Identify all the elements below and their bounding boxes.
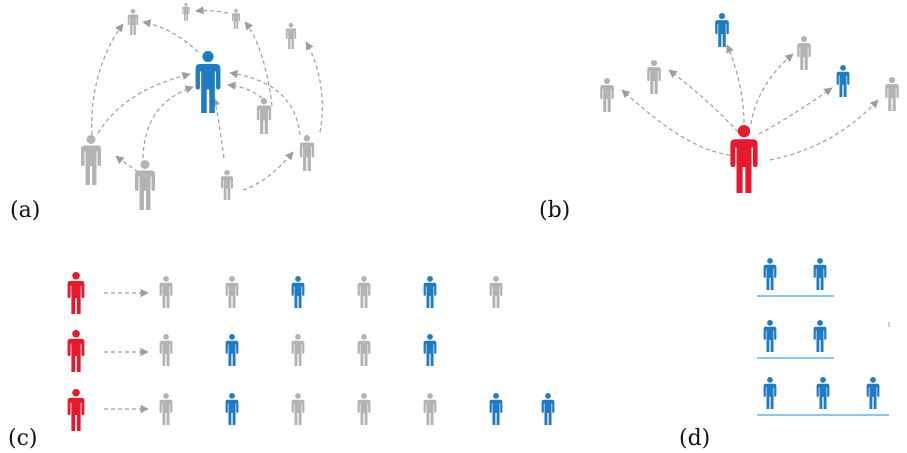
arrow [305, 41, 323, 133]
person-icon-gray [489, 276, 503, 308]
person-icon-gray [127, 9, 139, 36]
person-icon-gray [357, 393, 371, 425]
arrow [244, 21, 273, 107]
person-icon-gray [159, 334, 173, 366]
central-person-icon [195, 51, 221, 113]
arrow [229, 69, 301, 136]
person-icon-gray [885, 77, 899, 111]
person-icon-blue [225, 393, 239, 425]
person-icon-gray [291, 393, 305, 425]
person-icon-gray [291, 334, 305, 366]
arrow [91, 23, 124, 136]
person-icon-gray [225, 276, 239, 308]
person-icon-gray [600, 78, 614, 112]
arrow [668, 69, 739, 133]
person-icon-gray [221, 170, 233, 200]
person-icon-gray [135, 160, 155, 210]
person-icon-gray [159, 393, 173, 425]
person-icon-gray [182, 3, 190, 21]
panel-label-c: (c) [8, 426, 38, 451]
person-icon-blue [423, 276, 437, 308]
person-icon-blue [715, 13, 729, 47]
person-icon-blue [866, 377, 880, 409]
arrow [97, 71, 191, 134]
arrow [227, 81, 263, 99]
person-icon-blue [423, 334, 437, 366]
person-icon-blue [813, 258, 827, 290]
panel-c: (c) [8, 288, 149, 451]
person-icon-gray [797, 36, 811, 70]
arrow [212, 97, 225, 159]
arrow [750, 53, 794, 125]
person-icon-blue [813, 320, 827, 352]
person-icon-gray [232, 9, 240, 29]
panel-d: (d) [679, 295, 890, 451]
person-icon-gray [159, 276, 173, 308]
arrow [195, 6, 229, 15]
panel-label-d: (d) [679, 426, 710, 451]
arrow [726, 44, 745, 124]
person-icon-gray [299, 135, 315, 171]
person-icon-blue [541, 393, 555, 425]
arrow [621, 89, 731, 156]
person-icon-blue [291, 276, 305, 308]
person-icon-blue [836, 65, 850, 97]
person-icon-gray [647, 60, 661, 94]
people-layer [67, 3, 899, 431]
row-source-person-icon [67, 330, 85, 372]
person-icon-gray [285, 23, 297, 49]
person-icon-blue [763, 258, 777, 290]
person-icon-blue [763, 320, 777, 352]
person-icon-gray [81, 135, 101, 185]
panel-label-b: (b) [539, 198, 570, 223]
row-source-person-icon [67, 389, 85, 431]
person-icon-gray [357, 334, 371, 366]
panel-b: (b) [539, 44, 879, 223]
person-icon-blue [816, 377, 830, 409]
arrow [142, 19, 199, 53]
person-icon-blue [763, 377, 777, 409]
person-icon-blue [225, 334, 239, 366]
row-source-person-icon [67, 272, 85, 314]
person-icon-blue [489, 393, 503, 425]
panel-a: (a) [10, 6, 323, 223]
arrow [242, 151, 294, 191]
person-icon-gray [357, 276, 371, 308]
panel-label-a: (a) [10, 198, 40, 223]
arrow [115, 155, 139, 173]
arrow [769, 99, 879, 161]
arrow [758, 87, 833, 135]
person-icon-gray [256, 98, 272, 134]
person-icon-gray [423, 393, 437, 425]
arrow [142, 85, 194, 159]
source-person-icon [730, 125, 758, 193]
